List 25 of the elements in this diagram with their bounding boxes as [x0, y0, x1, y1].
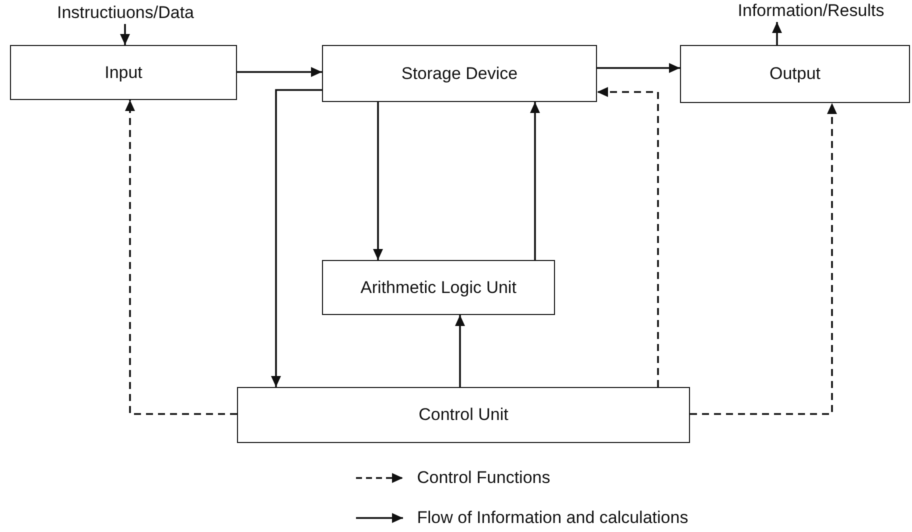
box-label: Output: [769, 64, 821, 84]
arrow: [120, 24, 130, 45]
box-label: Control Unit: [418, 405, 508, 425]
text-label: Instructiuons/Data: [38, 2, 213, 24]
legend-label: Flow of Information and calculations: [417, 508, 688, 528]
arrow: [772, 22, 782, 45]
process-box: [322, 260, 555, 315]
process-box: [10, 45, 237, 100]
arrow: [455, 315, 465, 387]
box-label: Storage Device: [401, 64, 518, 84]
arrow: [530, 102, 540, 260]
process-box: [322, 45, 597, 102]
arrow: [597, 87, 659, 387]
arrow: [597, 63, 680, 73]
legend-label: Control Functions: [417, 468, 550, 488]
arrow: [237, 67, 322, 77]
arrow: [271, 89, 322, 387]
process-box: [237, 387, 690, 443]
arrow: [690, 103, 837, 415]
process-box: [680, 45, 910, 103]
arrow: [125, 100, 237, 415]
box-label: Input: [104, 62, 142, 82]
text-label: Information/Results: [712, 0, 910, 22]
arrow: [373, 102, 383, 260]
box-label: Arithmetic Logic Unit: [360, 278, 516, 298]
